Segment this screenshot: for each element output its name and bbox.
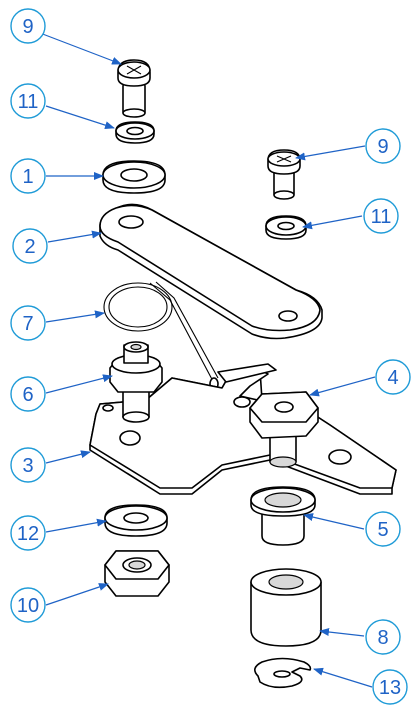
callout-1: 1 <box>10 158 46 194</box>
callout-13: 13 <box>372 669 408 705</box>
svg-text:5: 5 <box>377 519 388 541</box>
part-9-screw-left <box>117 59 151 118</box>
callout-10: 10 <box>10 587 46 623</box>
svg-text:6: 6 <box>22 384 33 406</box>
leader-lines <box>39 32 376 688</box>
svg-text:9: 9 <box>377 136 388 158</box>
svg-text:2: 2 <box>24 236 35 258</box>
part-4-hex-post <box>249 391 319 468</box>
part-6-stud <box>109 341 163 423</box>
callout-3: 3 <box>10 447 46 483</box>
svg-text:4: 4 <box>387 367 398 389</box>
callout-11-right: 11 <box>363 198 399 234</box>
svg-text:11: 11 <box>18 91 39 113</box>
svg-text:3: 3 <box>22 455 33 477</box>
part-8-spacer <box>250 568 322 647</box>
svg-text:9: 9 <box>22 16 33 38</box>
svg-text:8: 8 <box>377 627 388 649</box>
callout-4: 4 <box>375 359 411 395</box>
part-11-washer-right <box>265 215 307 240</box>
part-9-screw-right <box>267 149 301 200</box>
callout-6: 6 <box>10 376 46 412</box>
svg-text:11: 11 <box>371 206 392 228</box>
part-12-washer <box>104 504 168 537</box>
callout-8: 8 <box>365 619 401 655</box>
part-13-e-clip <box>254 657 312 689</box>
part-5-bushing <box>250 486 316 546</box>
callout-5: 5 <box>365 511 401 547</box>
callout-9-left: 9 <box>10 8 46 44</box>
part-2-lever <box>99 203 323 340</box>
callout-7: 7 <box>10 305 46 341</box>
callout-2: 2 <box>12 228 48 264</box>
svg-text:7: 7 <box>22 313 33 335</box>
svg-text:1: 1 <box>22 166 33 188</box>
callout-11-left: 11 <box>10 83 46 119</box>
part-7-spring <box>103 281 219 391</box>
svg-text:13: 13 <box>379 677 401 699</box>
part-11-washer-left <box>115 121 155 144</box>
callout-12: 12 <box>10 515 46 551</box>
part-10-nut <box>104 550 170 597</box>
part-3-base-plate <box>89 363 397 495</box>
svg-text:10: 10 <box>17 595 39 617</box>
svg-text:12: 12 <box>17 523 39 545</box>
part-1-washer <box>102 160 166 194</box>
callout-9-right: 9 <box>365 128 401 164</box>
